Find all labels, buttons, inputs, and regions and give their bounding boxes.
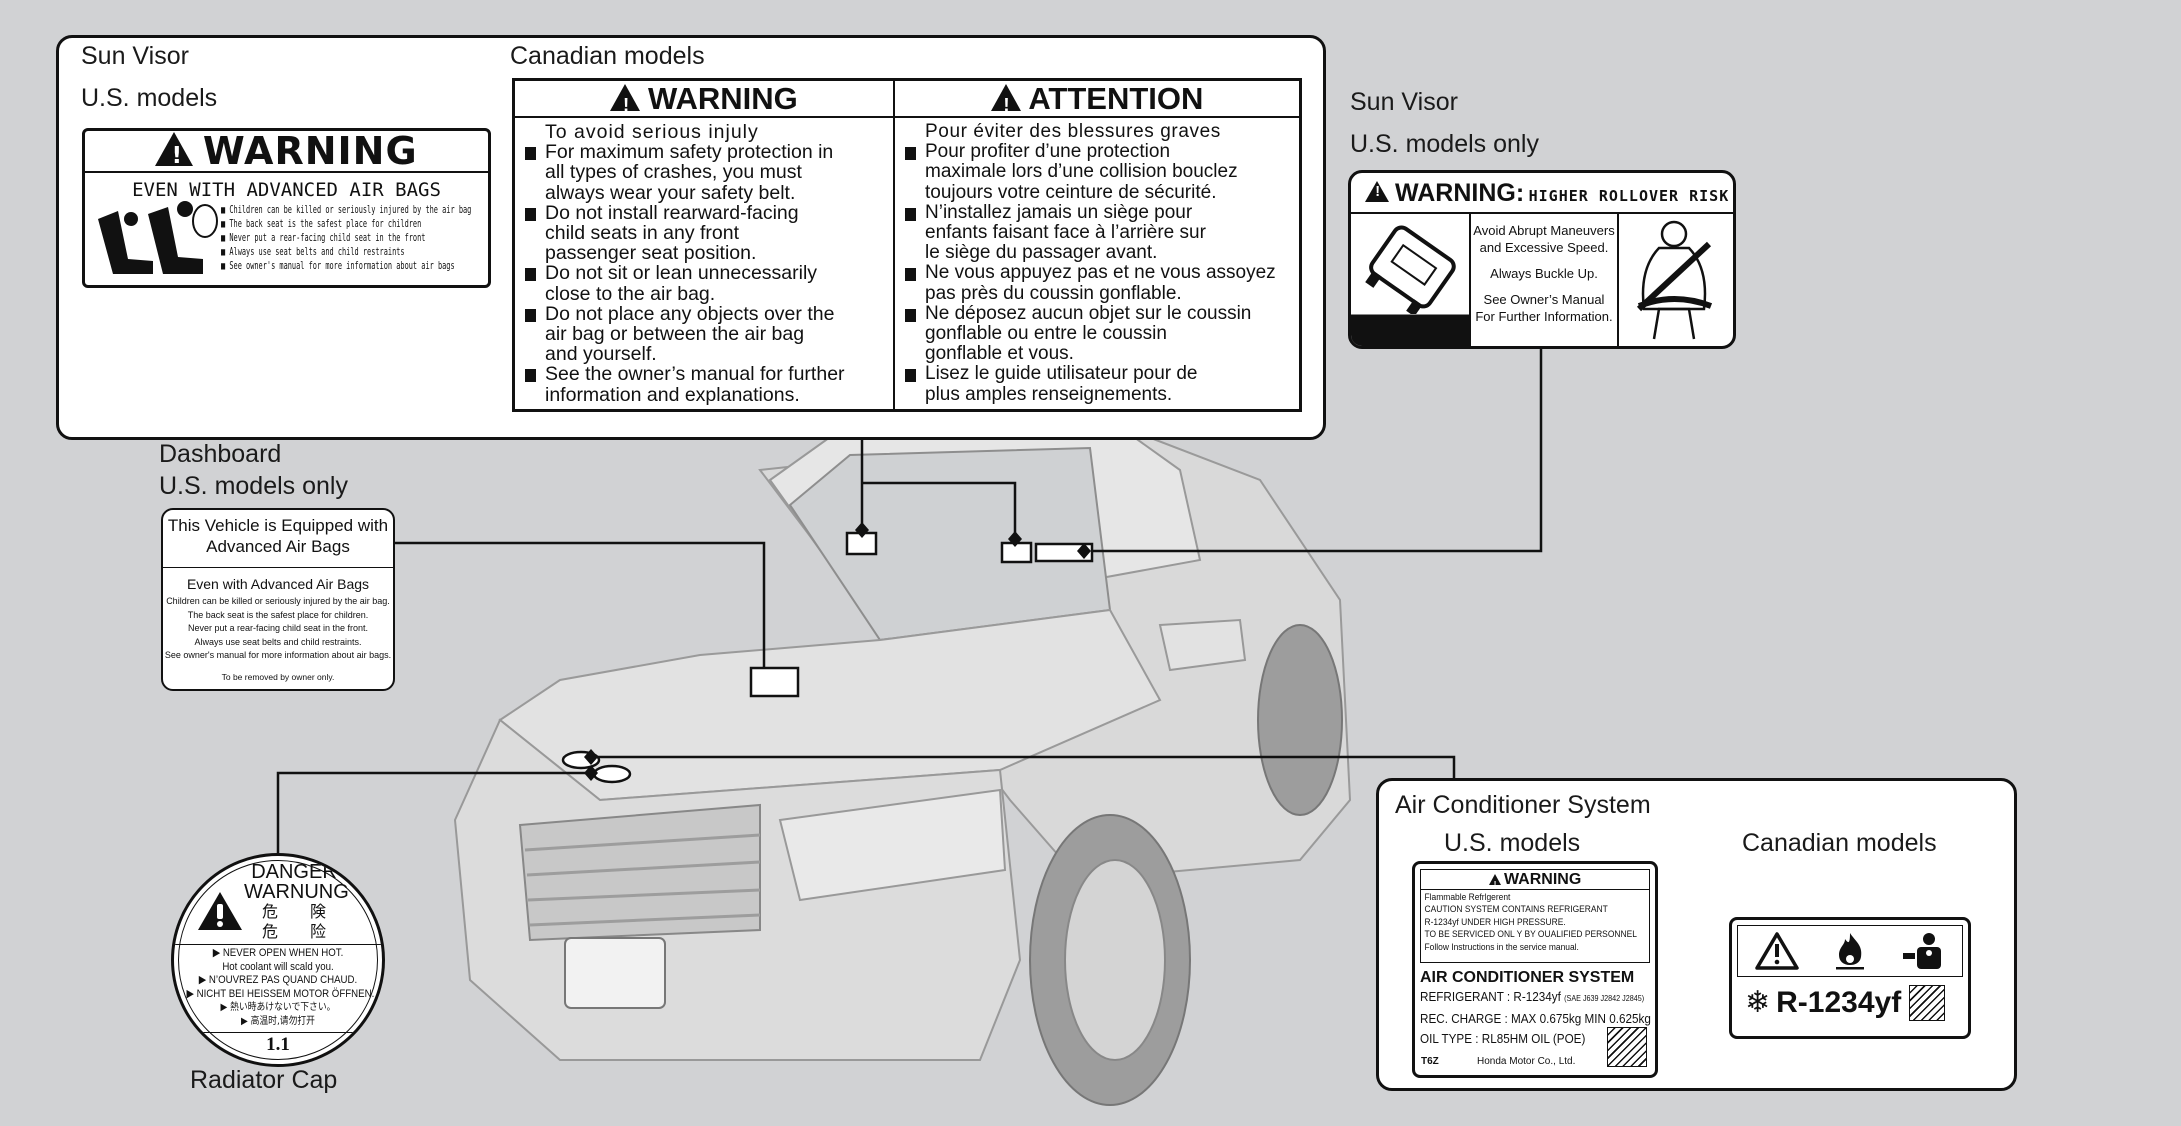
- hatched-area: [1607, 1027, 1647, 1067]
- ac-us-caption: U.S. models: [1444, 829, 1581, 857]
- warning-triangle-icon: [990, 83, 1021, 123]
- dashboard-caption: Dashboard: [159, 440, 282, 468]
- dashboard-label-subheader: Even with Advanced Air Bags: [186, 576, 370, 592]
- service-technician-icon: [1903, 933, 1941, 969]
- refrigerant-type: R-1234yf: [1776, 986, 1902, 1019]
- warning-title: WARNING:: [1395, 179, 1525, 207]
- canadian-airbag-warning-label: WARNING To avoid serious injuly For maxi…: [512, 78, 1302, 412]
- seatbelt-person-icon: [1619, 214, 1733, 346]
- us-models-caption: U.S. models: [81, 84, 218, 112]
- side-mirror: [1158, 618, 1247, 672]
- warning-triangle-icon: [610, 83, 641, 123]
- flammable-icon: [1836, 933, 1864, 970]
- label-item: ■ The back seat is the safest place for …: [221, 218, 422, 230]
- ac-label-location: [592, 764, 632, 784]
- label-subtitle: EVEN WITH ADVANCED AIR BAGS: [132, 179, 441, 201]
- ac-caption: Air Conditioner System: [1395, 791, 1651, 819]
- rear-wheel: [1257, 624, 1343, 816]
- ac-canadian-caption: Canadian models: [1742, 829, 1937, 857]
- canadian-models-caption: Canadian models: [510, 42, 705, 70]
- warning-triangle-icon: [1365, 181, 1389, 203]
- radiator-warning-lines: ▶ NEVER OPEN WHEN HOT.Hot coolant will s…: [186, 947, 375, 1027]
- tipping-vehicle-icon: [1351, 214, 1471, 346]
- label-item: ■ Children can be killed or seriously in…: [221, 204, 472, 216]
- english-column: WARNING To avoid serious injuly For maxi…: [515, 81, 895, 409]
- label-item: ■ Never put a rear-facing child seat in …: [221, 232, 426, 244]
- sun-visor-caption: Sun Visor: [81, 42, 189, 70]
- french-column: ATTENTION Pour éviter des blessures grav…: [895, 81, 1299, 409]
- rollover-us-only-caption: U.S. models only: [1350, 130, 1539, 158]
- license-plate: [564, 937, 666, 1009]
- intro: To avoid serious injuly: [545, 121, 759, 143]
- ac-system-title: AIR CONDITIONER SYSTEM: [1420, 969, 1635, 986]
- snowflake-icon: ❄: [1745, 985, 1771, 1020]
- hatched-area: [1909, 985, 1946, 1021]
- model-code: T6Z: [1421, 1056, 1439, 1067]
- dashboard-us-only-caption: U.S. models only: [159, 472, 348, 500]
- attention-title: ATTENTION: [1028, 81, 1204, 116]
- us-airbag-warning-label: WARNING EVEN WITH ADVANCED AIR BAGS ■ Ch…: [82, 128, 491, 288]
- warning-triangle-icon: [155, 131, 194, 176]
- label-item: ■ See owner's manual for more informatio…: [221, 260, 455, 272]
- rollover-label-location: [1034, 542, 1094, 563]
- intro: Pour éviter des blessures graves: [925, 121, 1221, 142]
- leader-lines: [276, 349, 1543, 853]
- label-item: ■ Always use seat belts and child restra…: [221, 246, 405, 258]
- pickup-truck: [453, 418, 1352, 1106]
- manufacturer: Honda Motor Co., Ltd.: [1477, 1056, 1576, 1067]
- label-title: WARNING: [202, 129, 418, 173]
- dashboard-label-footer: To be removed by owner only.: [221, 671, 335, 682]
- rollover-warning-label: WARNING: HIGHER ROLLOVER RISK Avoid Abru…: [1348, 170, 1736, 349]
- seated-occupants-airbag-icon: [98, 201, 218, 274]
- warning-title: WARNING: [647, 81, 798, 116]
- ac-spec-lines: REFRIGERANT : R-1234yf (SAE J639 J2842 J…: [1420, 989, 1651, 1046]
- dashboard-label-location: [749, 666, 800, 698]
- caution-triangle-icon: [1755, 932, 1799, 970]
- warning-triangle-icon: [1488, 873, 1501, 894]
- dashboard-label-lines: Children can be killed or seriously inju…: [164, 596, 392, 660]
- rollover-sun-visor-caption: Sun Visor: [1350, 88, 1458, 116]
- sun-visor-canada-location: [1000, 541, 1033, 564]
- radiator-cap-caption: Radiator Cap: [190, 1066, 338, 1094]
- warning-triangle-icon: [198, 892, 242, 930]
- ac-canadian-label: ❄ R-1234yf: [1729, 917, 1971, 1039]
- cap-pressure-rating: 1.1: [266, 1034, 290, 1055]
- warning-subtitle: HIGHER ROLLOVER RISK: [1528, 187, 1730, 205]
